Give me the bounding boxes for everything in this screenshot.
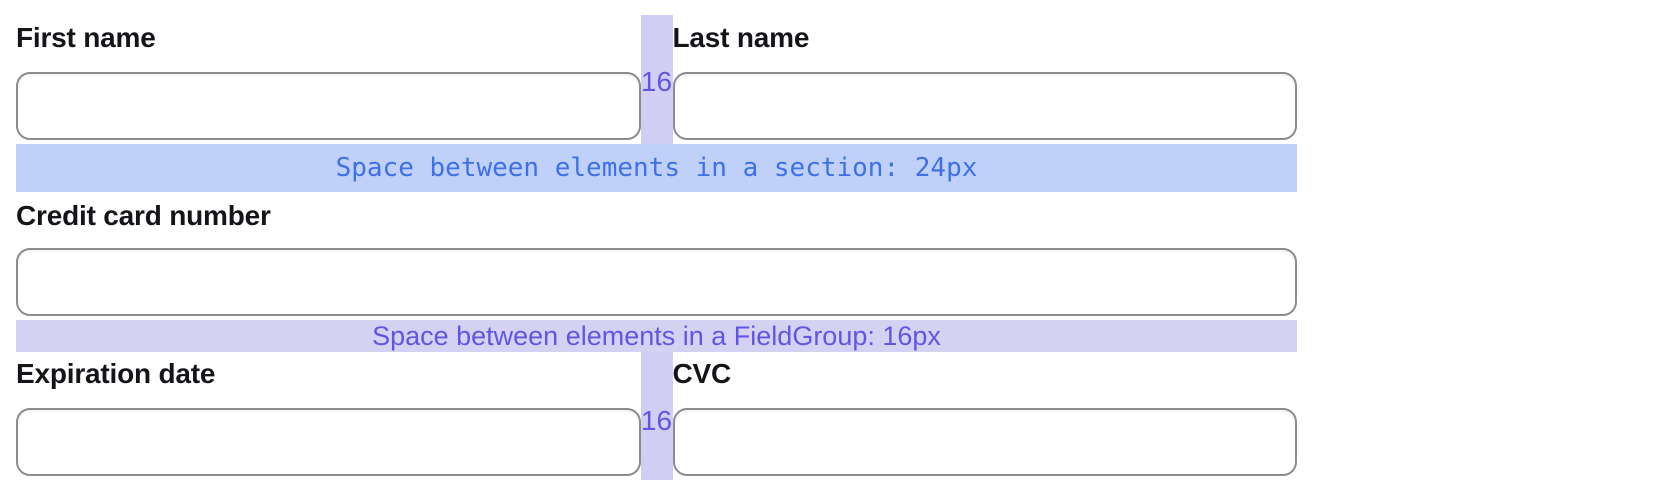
fieldgroup-spacing-label: Space between elements in a FieldGroup: … xyxy=(372,321,941,351)
expiration-label: Expiration date xyxy=(16,358,216,389)
expiry-cvc-row: 16 Expiration date CVC xyxy=(16,352,1297,480)
cvc-input[interactable] xyxy=(672,408,1297,476)
form-content: 16 First name Last name Space between el… xyxy=(16,0,1297,480)
gutter-size-label-top: 16 xyxy=(640,66,673,97)
expiration-input[interactable] xyxy=(16,408,641,476)
fieldgroup-gutter-highlight-top: 16 xyxy=(640,15,673,144)
first-name-label: First name xyxy=(16,22,156,53)
name-fields-row: 16 First name Last name xyxy=(16,14,1297,144)
first-name-input[interactable] xyxy=(16,72,641,140)
last-name-input[interactable] xyxy=(672,72,1297,140)
field-cvc: CVC xyxy=(672,352,1297,476)
last-name-label: Last name xyxy=(672,22,810,53)
field-expiration: Expiration date xyxy=(16,352,641,476)
field-last-name: Last name xyxy=(672,14,1297,140)
gutter-size-label-bottom: 16 xyxy=(640,405,673,436)
card-number-label: Credit card number xyxy=(16,200,271,231)
field-first-name: First name xyxy=(16,14,641,140)
fieldgroup-spacing-band: Space between elements in a FieldGroup: … xyxy=(16,320,1297,352)
card-number-input[interactable] xyxy=(16,248,1297,316)
fieldgroup-gutter-highlight-bottom: 16 xyxy=(640,352,673,480)
section-spacing-label: Space between elements in a section: 24p… xyxy=(335,153,978,183)
field-card-number: Credit card number xyxy=(16,196,1297,316)
section-spacing-band: Space between elements in a section: 24p… xyxy=(16,144,1297,192)
cvc-label: CVC xyxy=(672,358,732,389)
